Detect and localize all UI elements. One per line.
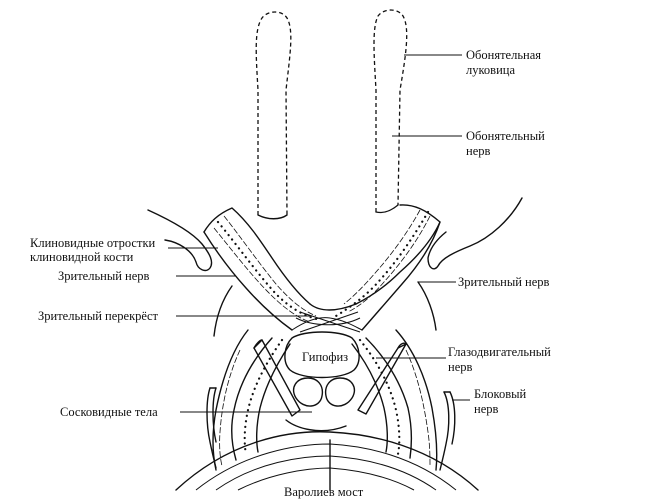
leader-lines (168, 54, 470, 413)
label-olfactory-nerve-2: нерв (466, 144, 490, 158)
label-olfactory-bulb-2: луковица (466, 63, 515, 77)
optic-nerves (203, 204, 441, 333)
label-optic-chiasm: Зрительный перекрёст (38, 309, 159, 323)
label-olfactory-bulb-1: Обонятельная (466, 48, 541, 62)
label-oculomotor-2: нерв (448, 360, 472, 374)
labels: Обонятельная луковица Обонятельный нерв … (30, 48, 551, 499)
mammillary-bodies (285, 377, 356, 432)
label-clinoid-1: Клиновидные отростки (30, 236, 156, 250)
label-trochlear-1: Блоковый (474, 387, 526, 401)
clinoid-left (147, 209, 213, 272)
label-mammillary: Сосковидные тела (60, 405, 158, 419)
label-optic-nerve-right: Зрительный нерв (458, 275, 550, 289)
label-trochlear-2: нерв (474, 402, 498, 416)
trochlear-nerves (206, 387, 456, 471)
oculomotor-nerves (253, 339, 407, 417)
label-optic-nerve-left: Зрительный нерв (58, 269, 150, 283)
olfactory-tracts (255, 9, 408, 220)
optic-tracts (212, 329, 438, 471)
pituitary (284, 331, 360, 379)
clinoid-processes (147, 197, 523, 272)
olfactory-tract-left (255, 11, 292, 216)
pons (175, 431, 479, 491)
olfactory-end-left (257, 214, 288, 220)
label-oculomotor-1: Глазодвигательный (448, 345, 551, 359)
olfactory-end-right (375, 204, 399, 214)
label-olfactory-nerve-1: Обонятельный (466, 129, 545, 143)
label-clinoid-2: клиновидной кости (30, 250, 134, 264)
temporal-outlines (213, 281, 437, 337)
label-pons: Варолиев мост (284, 485, 364, 499)
clinoid-right (427, 197, 523, 270)
label-pituitary: Гипофиз (302, 350, 348, 364)
olfactory-tract-right (373, 9, 408, 212)
